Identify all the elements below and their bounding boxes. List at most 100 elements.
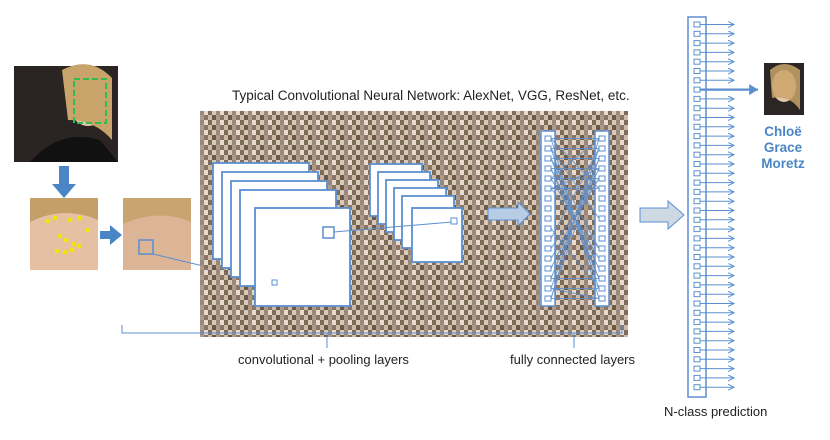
fc-neuron <box>598 255 606 262</box>
fc-neuron <box>598 135 606 142</box>
output-neuron <box>693 49 701 56</box>
output-neuron <box>693 216 701 223</box>
fc-neuron <box>544 145 552 152</box>
fc-neuron <box>544 235 552 242</box>
fc-neuron <box>598 265 606 272</box>
output-neuron <box>693 263 701 270</box>
output-neuron <box>693 281 701 288</box>
conv-stack-1 <box>212 162 351 307</box>
fc-layers <box>540 130 610 307</box>
output-neuron <box>693 21 701 28</box>
fc-connection <box>550 138 600 179</box>
output-neuron <box>693 337 701 344</box>
fc-neuron <box>598 275 606 282</box>
output-neuron <box>693 133 701 140</box>
output-neuron <box>693 86 701 93</box>
fc-connection <box>550 168 600 279</box>
fc-neuron <box>598 185 606 192</box>
fc-neuron <box>598 145 606 152</box>
fc-neuron <box>544 215 552 222</box>
output-neuron <box>693 58 701 65</box>
fc-neuron <box>544 245 552 252</box>
output-neuron <box>693 68 701 74</box>
output-neuron <box>693 291 701 298</box>
bracket-line <box>121 325 623 334</box>
output-neuron <box>693 179 701 186</box>
input-photo <box>14 64 118 162</box>
name-line: Moretz <box>761 156 805 171</box>
fc-connection <box>550 138 600 189</box>
fc-connection <box>550 158 600 249</box>
receptive-field-line <box>333 221 453 233</box>
fc-connection <box>550 288 600 299</box>
output-neuron <box>693 300 701 307</box>
output-neuron <box>693 374 701 381</box>
output-neuron <box>693 207 701 214</box>
fc-connection <box>550 138 600 299</box>
name-line: Chloë <box>764 124 802 139</box>
fully-connected-label: fully connected layers <box>510 352 636 367</box>
output-neuron <box>693 151 701 158</box>
fc-neuron <box>598 235 606 242</box>
fc-neuron <box>544 275 552 282</box>
name-line: Grace <box>763 140 803 155</box>
output-neuron <box>693 309 701 316</box>
output-neuron <box>693 365 701 372</box>
fc-neuron <box>598 225 606 232</box>
diagram-title: Typical Convolutional Neural Network: Al… <box>232 88 630 103</box>
output-neuron <box>693 142 701 149</box>
fc-neuron <box>598 175 606 182</box>
output-neuron <box>693 328 701 335</box>
fc-neuron <box>598 195 606 202</box>
output-neuron <box>693 347 701 353</box>
output-neuron <box>693 105 701 112</box>
fc-neuron <box>544 185 552 192</box>
block-arrow-icon <box>487 200 531 228</box>
fc-neuron <box>544 155 552 162</box>
fc-connection <box>550 178 600 249</box>
down-arrow-icon <box>52 166 76 198</box>
fc-neuron <box>544 255 552 262</box>
fc-neuron <box>544 195 552 202</box>
unit-marker <box>450 217 458 225</box>
output-neuron <box>693 114 701 121</box>
unit-marker <box>271 279 278 286</box>
output-neuron <box>693 235 701 242</box>
output-neuron <box>693 384 701 391</box>
fc-neuron <box>544 295 552 302</box>
output-layer <box>687 16 758 398</box>
output-neuron <box>693 40 701 47</box>
output-neuron <box>693 198 701 205</box>
block-arrow-icon <box>639 199 685 231</box>
output-neuron <box>693 161 701 167</box>
fc-neuron <box>544 225 552 232</box>
right-arrow-icon <box>100 225 122 245</box>
fc-neuron <box>544 265 552 272</box>
conv-stack-2 <box>369 163 463 263</box>
fc-neuron <box>598 285 606 292</box>
output-neuron <box>693 356 701 363</box>
aligned-face <box>123 198 191 270</box>
face-detection-box <box>73 78 107 124</box>
fc-neuron <box>544 285 552 292</box>
output-neuron <box>693 319 701 326</box>
output-neuron <box>693 77 701 84</box>
output-neuron <box>693 226 701 233</box>
unit-marker <box>322 226 335 239</box>
fc-neuron <box>598 155 606 162</box>
fc-neuron <box>598 205 606 212</box>
fc-connection <box>550 148 600 219</box>
fc-neuron <box>544 205 552 212</box>
fc-neuron <box>544 135 552 142</box>
fc-neuron <box>544 165 552 172</box>
output-neuron <box>693 254 701 260</box>
output-neuron <box>693 123 701 130</box>
output-neuron <box>693 170 701 177</box>
fc-neuron <box>598 165 606 172</box>
predicted-name: Chloë Grace Moretz <box>760 124 806 172</box>
predicted-face <box>764 63 804 115</box>
fc-neuron <box>544 175 552 182</box>
output-neuron <box>693 95 701 102</box>
